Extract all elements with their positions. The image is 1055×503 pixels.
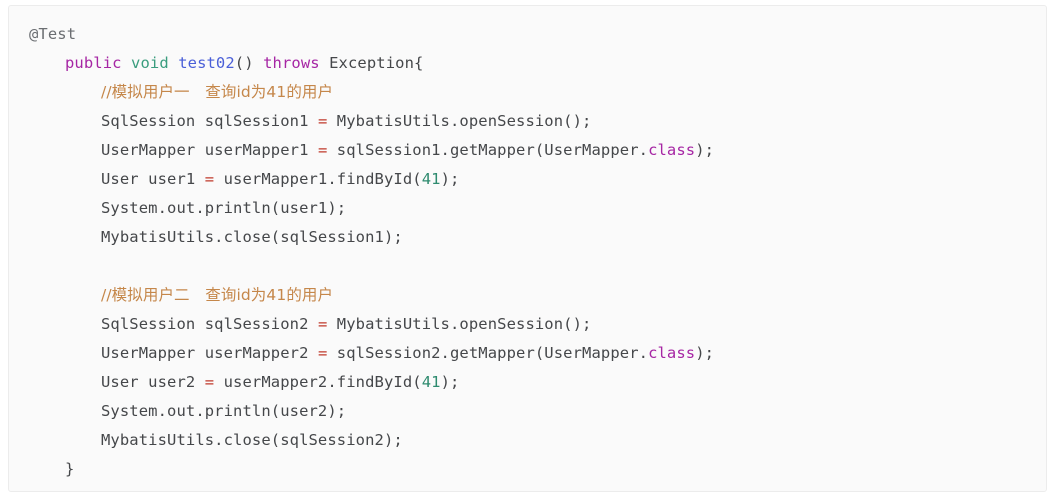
code-token-plain: Exception{: [319, 54, 424, 72]
code-token-keyword: public: [65, 54, 122, 72]
code-token-plain: userMapper1.findById(: [214, 170, 422, 188]
code-token-operator: =: [317, 344, 328, 362]
code-token-comment: //模拟用户二 查询id为41的用户: [101, 286, 334, 304]
code-token-plain: (): [234, 54, 264, 72]
code-token-plain: [122, 54, 131, 72]
code-line: }: [9, 455, 1046, 484]
code-token-annot: @Test: [29, 25, 77, 43]
code-token-plain: System.out.println(user2);: [101, 402, 347, 420]
code-token-plain: [169, 54, 178, 72]
code-token-plain: );: [695, 344, 715, 362]
code-token-plain: userMapper2.findById(: [214, 373, 422, 391]
code-token-plain: );: [440, 170, 460, 188]
code-token-plain: UserMapper userMapper1: [101, 141, 318, 159]
code-line: UserMapper userMapper2 = sqlSession2.get…: [9, 339, 1046, 368]
code-line: //模拟用户二 查询id为41的用户: [9, 281, 1046, 310]
code-token-operator: =: [204, 373, 215, 391]
code-token-keyword: class: [648, 344, 696, 362]
code-line: //模拟用户一 查询id为41的用户: [9, 78, 1046, 107]
code-token-plain: sqlSession2.getMapper(UserMapper.: [327, 344, 649, 362]
code-token-plain: MybatisUtils.openSession();: [327, 315, 592, 333]
code-token-keyword: class: [648, 141, 696, 159]
code-token-number: 41: [421, 170, 441, 188]
code-token-plain: User user1: [101, 170, 205, 188]
code-token-comment: //模拟用户一 查询id为41的用户: [101, 83, 334, 101]
code-token-plain: SqlSession sqlSession1: [101, 112, 318, 130]
code-line: System.out.println(user1);: [9, 194, 1046, 223]
code-line: System.out.println(user2);: [9, 397, 1046, 426]
code-line: [9, 252, 1046, 281]
code-line: @Test: [9, 20, 1046, 49]
code-line: SqlSession sqlSession2 = MybatisUtils.op…: [9, 310, 1046, 339]
code-token-plain: SqlSession sqlSession2: [101, 315, 318, 333]
code-token-method: test02: [178, 54, 235, 72]
code-token-operator: =: [317, 112, 328, 130]
code-token-operator: =: [317, 315, 328, 333]
code-line: UserMapper userMapper1 = sqlSession1.get…: [9, 136, 1046, 165]
code-token-plain: User user2: [101, 373, 205, 391]
code-token-plain: );: [695, 141, 715, 159]
code-token-plain: System.out.println(user1);: [101, 199, 347, 217]
code-token-number: 41: [421, 373, 441, 391]
code-token-operator: =: [317, 141, 328, 159]
code-line: User user2 = userMapper2.findById(41);: [9, 368, 1046, 397]
code-token-plain: }: [65, 460, 75, 478]
code-token-type: void: [131, 54, 169, 72]
code-token-plain: MybatisUtils.close(sqlSession1);: [101, 228, 403, 246]
code-token-plain: );: [440, 373, 460, 391]
code-token-keyword: throws: [263, 54, 320, 72]
code-line: MybatisUtils.close(sqlSession1);: [9, 223, 1046, 252]
code-line: SqlSession sqlSession1 = MybatisUtils.op…: [9, 107, 1046, 136]
code-line: public void test02() throws Exception{: [9, 49, 1046, 78]
code-token-operator: =: [204, 170, 215, 188]
code-line: MybatisUtils.close(sqlSession2);: [9, 426, 1046, 455]
code-token-plain: MybatisUtils.close(sqlSession2);: [101, 431, 403, 449]
code-lines-container[interactable]: @Test public void test02() throws Excepti…: [9, 6, 1046, 491]
code-token-plain: UserMapper userMapper2: [101, 344, 318, 362]
code-token-plain: MybatisUtils.openSession();: [327, 112, 592, 130]
code-block-panel: @Test public void test02() throws Excepti…: [8, 5, 1047, 492]
code-line: User user1 = userMapper1.findById(41);: [9, 165, 1046, 194]
code-token-plain: sqlSession1.getMapper(UserMapper.: [327, 141, 649, 159]
